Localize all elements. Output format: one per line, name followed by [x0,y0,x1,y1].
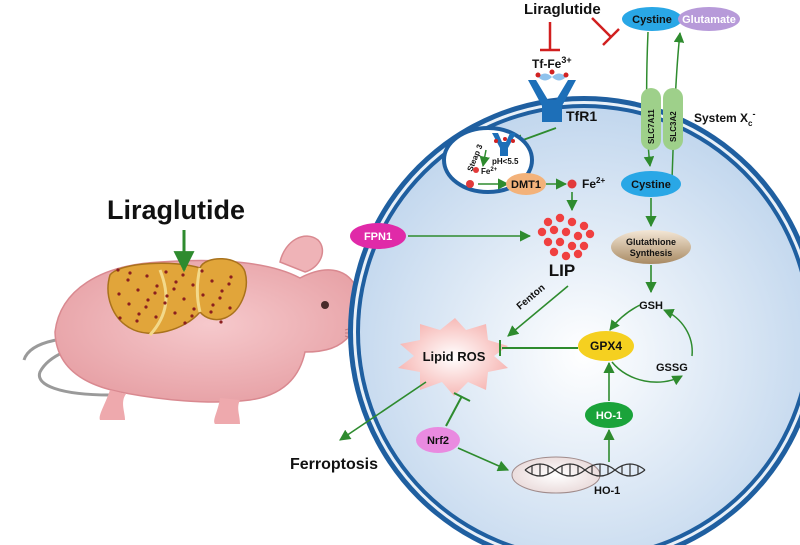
system-xc-label: System Xc- [694,109,755,128]
fe2-cytosol-dot [567,179,577,189]
cell [348,96,800,545]
inhibit-system-xc [591,17,620,46]
glutathione-line2: Synthesis [630,248,673,258]
ph-label: pH<5.5 [492,157,519,166]
nrf2-label: Nrf2 [427,435,449,447]
slc7a11-label: SLC7A11 [647,109,656,144]
cystine-inside-node [621,171,681,197]
inhibit-nrf2-to-ros [445,392,471,427]
endosome: Steap 3 pH<5.5 Fe2+ [442,126,534,194]
lipid-ros-burst [398,318,508,396]
glutathione-line1: Glutathione [626,237,676,247]
tfr1-receptor [528,80,576,122]
mouse-illustration [22,235,373,424]
slc3a2-label: SLC3A2 [669,111,678,142]
slc7a11-transporter [641,88,661,150]
cystine-outside-node [622,7,682,31]
arrow-gsh-to-gpx4 [609,304,641,331]
lipid-ros-label: Lipid ROS [423,349,486,364]
ho1-protein-label: HO-1 [596,410,622,422]
ho1-gene-label: HO-1 [594,485,620,497]
fpn1-label: FPN1 [364,231,392,243]
tf-fe3-label: Tf-Fe3+ [532,55,572,71]
inhibit-tfr1 [540,22,560,52]
gpx4-label: GPX4 [590,339,622,353]
arrow-nrf2-to-nucleus [457,447,510,472]
dmt1-label: DMT1 [511,179,541,191]
fe2-cytosol-label: Fe2+ [582,176,605,191]
top-liraglutide-label: Liraglutide [524,1,601,18]
slc3a2-transporter [663,88,683,150]
fpn1-node [350,223,406,249]
ho1-protein-node [585,402,633,428]
cystine-inside-label: Cystine [631,179,671,191]
fe2-endosome-dot [473,167,479,173]
arrow-lip-to-ros [507,285,569,337]
cystine-outside-label: Cystine [632,14,672,26]
liver-spots [116,268,233,325]
arrow-gpx4-to-gssg [611,361,683,386]
left-liraglutide-label: Liraglutide [107,195,245,225]
lip-label: LIP [549,261,575,280]
arrow-ros-to-ferroptosis [339,381,427,441]
tf-fe-ligand [535,69,569,81]
glutathione-synthesis-node [611,230,691,264]
fe2-endosome-label: Fe2+ [481,167,498,176]
dna-helix [524,463,646,477]
gsh-label: GSH [639,300,663,312]
glutamate-node [678,7,740,31]
inhibit-gpx4-to-ros [499,340,578,356]
nucleus [511,456,601,494]
nrf2-node [416,427,460,453]
lip-iron-pool [537,213,595,261]
tfr1-label: TfR1 [566,108,597,124]
ferroptosis-label: Ferroptosis [290,456,378,473]
dmt1-node [506,173,546,195]
glutamate-label: Glutamate [682,14,736,26]
arrow-gssg-to-gsh [663,309,693,357]
gpx4-node [578,331,634,361]
gssg-label: GSSG [656,362,688,374]
